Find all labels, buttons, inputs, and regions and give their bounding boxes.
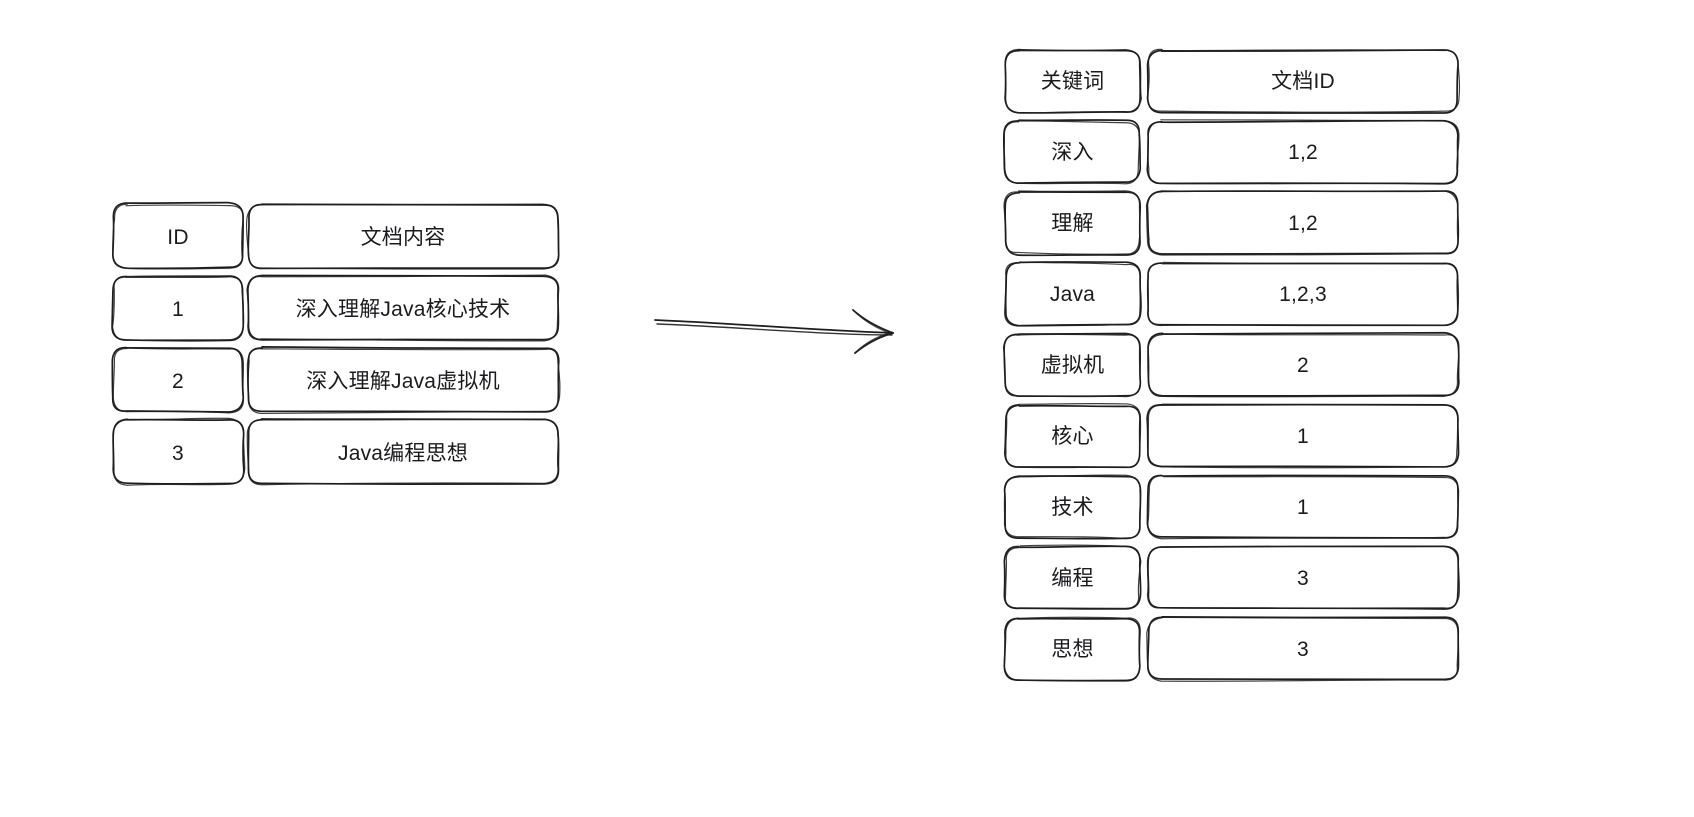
index-table-cell-docids-3: 1,2,3 <box>1279 283 1327 307</box>
doc-table-cell-content-1: 深入理解Java核心技术 <box>295 298 511 322</box>
inverted-index-table: 关键词 文档ID 深入 1,2 理解 1,2 Java 1,2,3 虚拟机 2 … <box>1000 44 1462 698</box>
index-table-cell-docids-4: 2 <box>1297 354 1309 378</box>
document-table: ID 文档内容 1 深入理解Java核心技术 2 深入理解Java虚拟机 3 J… <box>110 198 562 488</box>
index-table-header-docids: 文档ID <box>1271 70 1335 94</box>
index-table-cell-docids-1: 1,2 <box>1288 141 1318 165</box>
index-table-cell-docids-6: 1 <box>1297 496 1309 520</box>
doc-table-cell-id-1: 1 <box>172 298 184 322</box>
index-table-cell-keyword-6: 技术 <box>1051 496 1094 520</box>
index-table-cell-docids-8: 3 <box>1297 638 1309 662</box>
index-table-cell-docids-2: 1,2 <box>1288 212 1318 236</box>
index-table-cell-keyword-8: 思想 <box>1051 638 1094 662</box>
index-table-cell-keyword-5: 核心 <box>1051 425 1094 449</box>
index-table-cell-docids-5: 1 <box>1297 425 1309 449</box>
index-table-cell-keyword-1: 深入 <box>1051 141 1094 165</box>
document-table-outline <box>111 201 561 486</box>
doc-table-cell-content-3: Java编程思想 <box>338 442 468 466</box>
doc-table-header-content: 文档内容 <box>360 226 446 250</box>
doc-table-cell-content-2: 深入理解Java虚拟机 <box>306 370 500 394</box>
doc-table-cell-id-2: 2 <box>172 370 184 394</box>
index-table-cell-docids-7: 3 <box>1297 567 1309 591</box>
inverted-index-table-outline <box>1002 48 1461 682</box>
doc-table-cell-id-3: 3 <box>172 442 184 466</box>
index-table-cell-keyword-4: 虚拟机 <box>1040 354 1105 378</box>
doc-table-header-id: ID <box>167 226 189 250</box>
index-table-header-keyword: 关键词 <box>1040 70 1105 94</box>
index-table-cell-keyword-2: 理解 <box>1051 212 1094 236</box>
index-table-cell-keyword-3: Java <box>1049 283 1096 307</box>
index-table-cell-keyword-7: 编程 <box>1051 567 1094 591</box>
